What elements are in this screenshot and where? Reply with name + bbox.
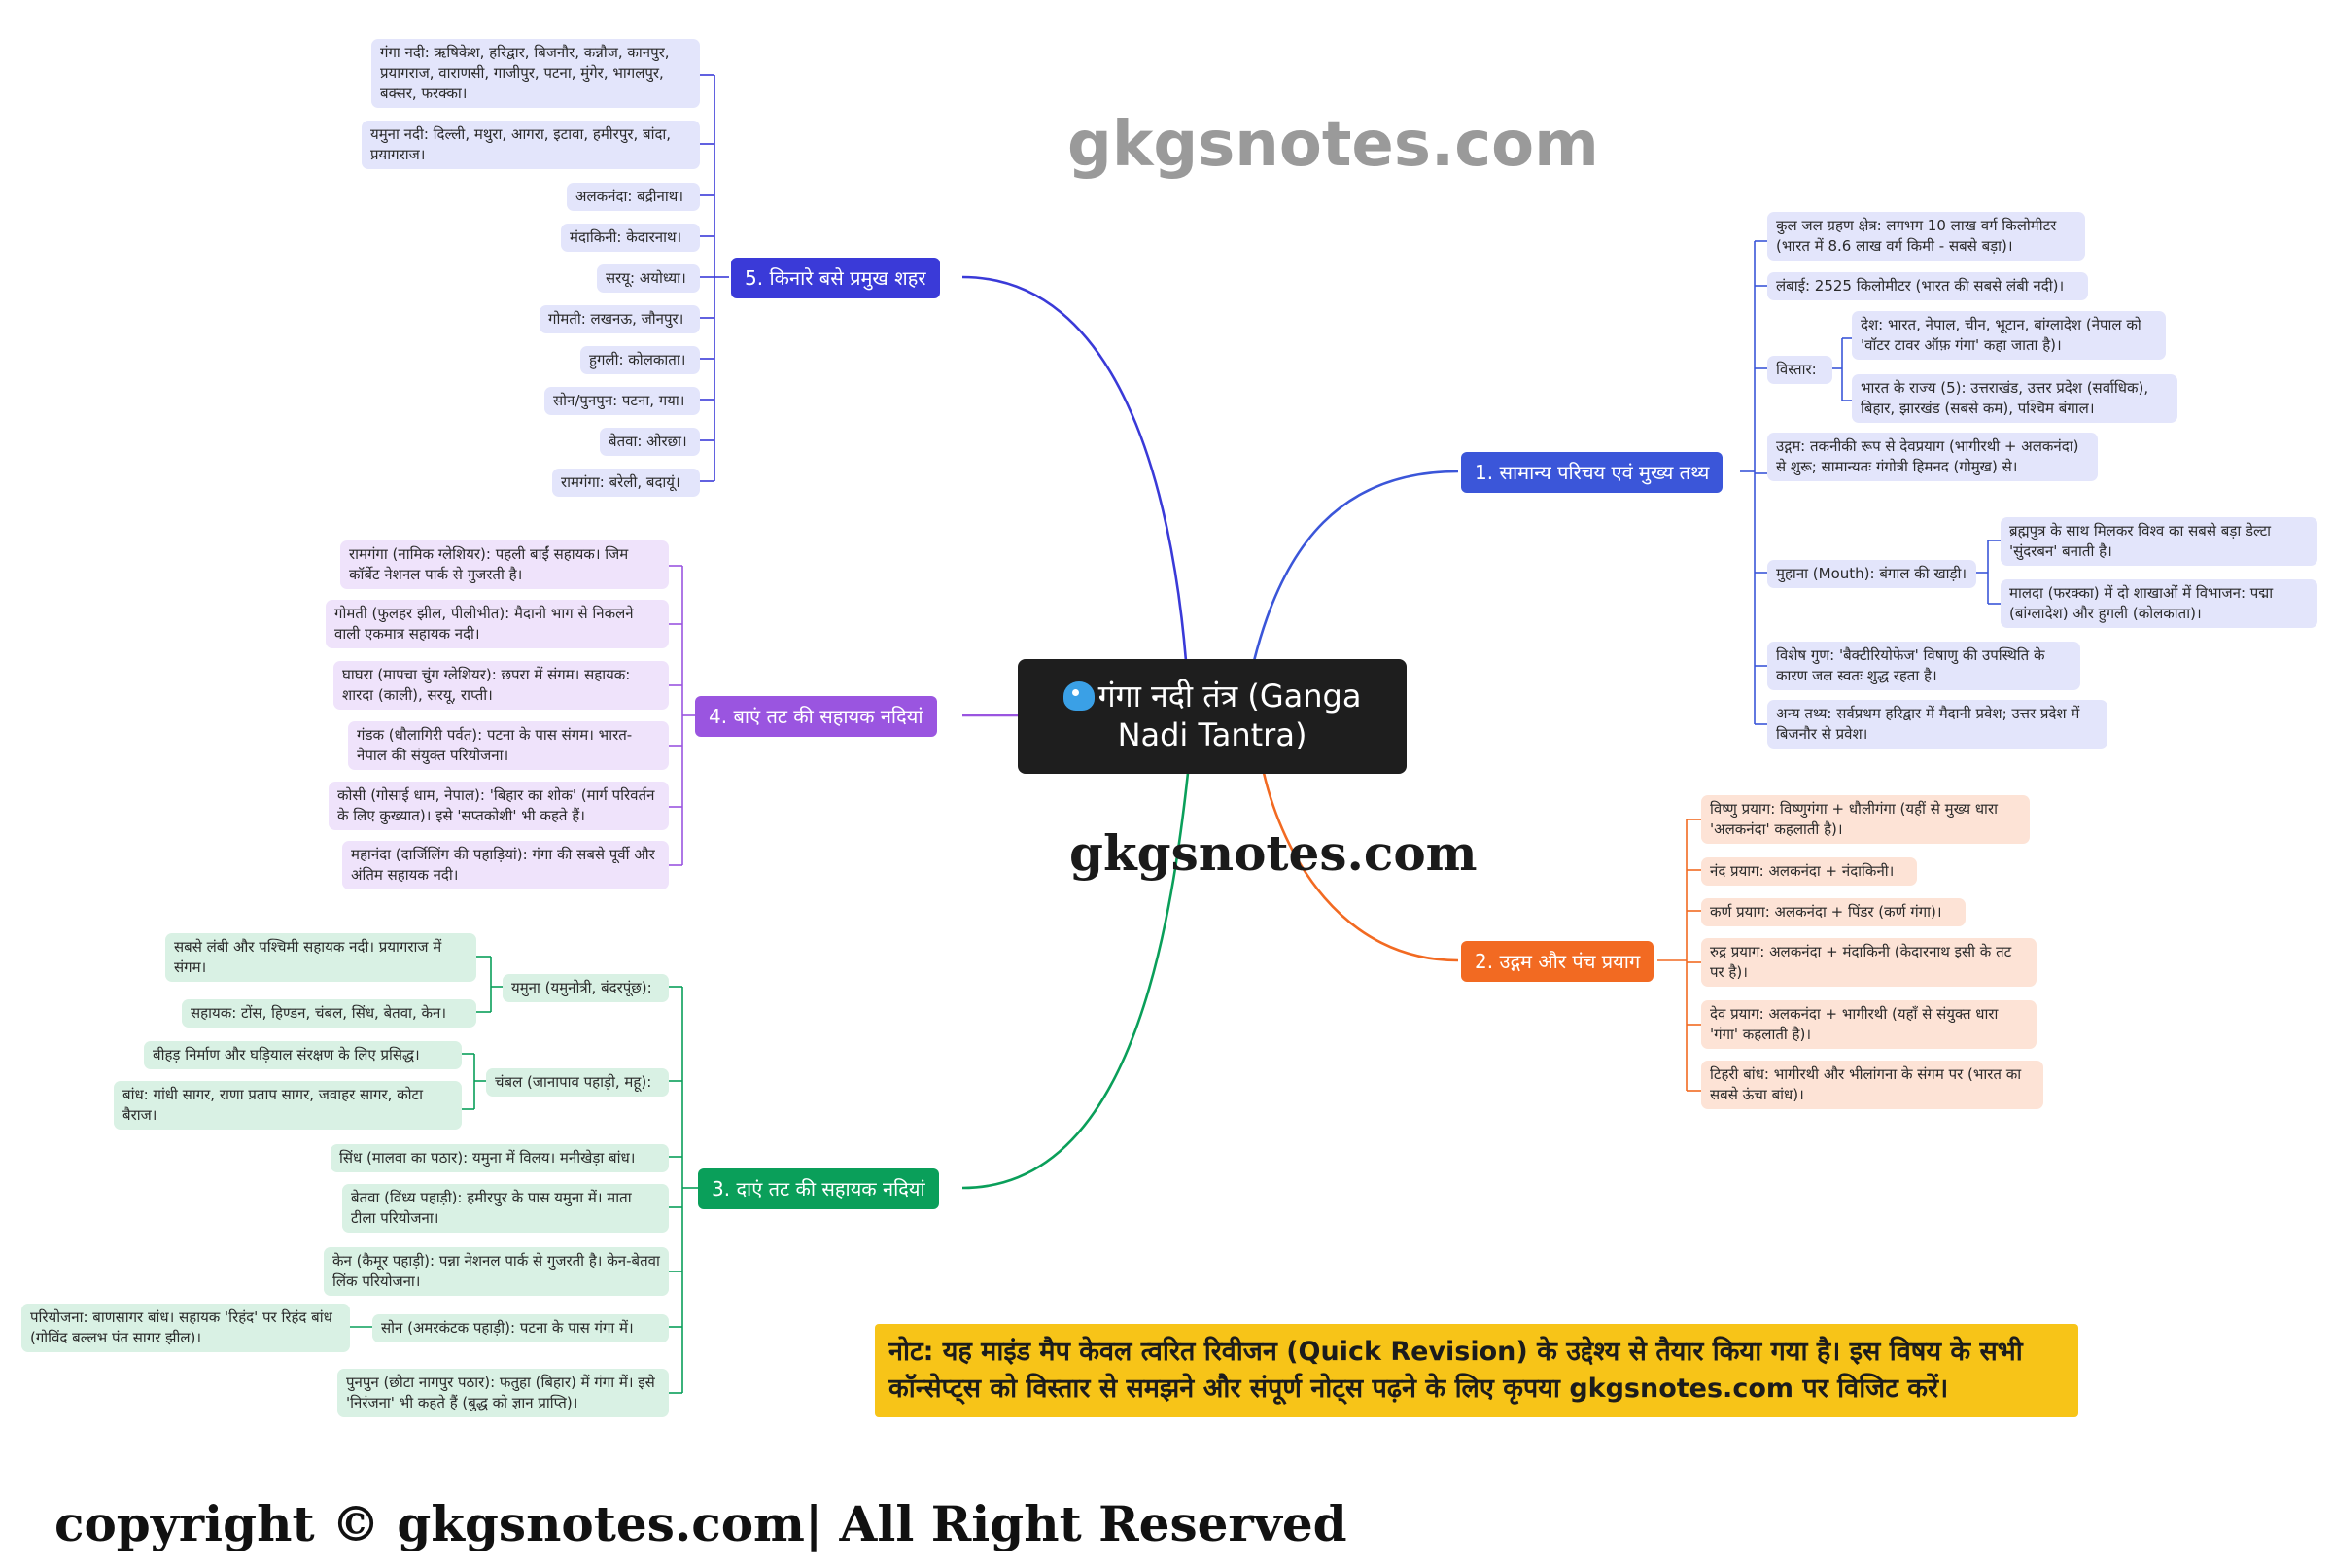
b5-son-punpun[interactable]: सोन/पुनपुन: पटना, गया।	[544, 387, 700, 415]
watermark-top: gkgsnotes.com	[1067, 109, 1599, 181]
b3-betwa[interactable]: बेतवा (विंध्य पहाड़ी): हमीरपुर के पास यम…	[342, 1184, 669, 1233]
b3-chambal[interactable]: चंबल (जानापाव पहाड़ी, महू):	[486, 1068, 669, 1097]
root-node[interactable]: गंगा नदी तंत्र (Ganga Nadi Tantra)	[1018, 659, 1407, 774]
b4-ramganga[interactable]: रामगंगा (नामिक ग्लेशियर): पहली बाईं सहाय…	[340, 540, 669, 589]
b4-gandak[interactable]: गंडक (धौलागिरी पर्वत): पटना के पास संगम।…	[348, 721, 669, 770]
b5-saryu[interactable]: सरयू: अयोध्या।	[597, 264, 700, 293]
b1-mouth-delta[interactable]: ब्रह्मपुत्र के साथ मिलकर विश्व का सबसे ब…	[2001, 517, 2317, 566]
b4-mahananda[interactable]: महानंदा (दार्जिलिंग की पहाड़ियां): गंगा …	[342, 841, 669, 889]
b1-length[interactable]: लंबाई: 2525 किलोमीटर (भारत की सबसे लंबी …	[1767, 272, 2088, 300]
branch-1-general-intro[interactable]: 1. सामान्य परिचय एवं मुख्य तथ्य	[1461, 452, 1724, 493]
b3-chambal-ravines[interactable]: बीहड़ निर्माण और घड़ियाल संरक्षण के लिए …	[144, 1041, 462, 1069]
b5-betwa[interactable]: बेतवा: ओरछा।	[600, 428, 700, 456]
b2-karn-prayag[interactable]: कर्ण प्रयाग: अलकनंदा + पिंडर (कर्ण गंगा)…	[1701, 898, 1966, 926]
revision-note: नोट: यह माइंड मैप केवल त्वरित रिवीजन (Qu…	[875, 1324, 2078, 1417]
b1-mouth[interactable]: मुहाना (Mouth): बंगाल की खाड़ी।	[1767, 560, 1976, 588]
b1-mouth-split[interactable]: मालदा (फरक्का) में दो शाखाओं में विभाजन:…	[2001, 579, 2317, 628]
b3-yamuna[interactable]: यमुना (यमुनोत्री, बंदरपूंछ):	[503, 974, 669, 1002]
b3-son-projects[interactable]: परियोजना: बाणसागर बांध। सहायक 'रिहंद' पर…	[21, 1304, 350, 1352]
copyright-text: copyright © gkgsnotes.com| All Right Res…	[54, 1495, 1347, 1552]
b5-gomti[interactable]: गोमती: लखनऊ, जौनपुर।	[540, 305, 700, 333]
branch-2-origin-panch-prayag[interactable]: 2. उद्गम और पंच प्रयाग	[1461, 941, 1654, 982]
b1-extent[interactable]: विस्तार:	[1767, 356, 1832, 384]
branch-4-left-tributaries[interactable]: 4. बाएं तट की सहायक नदियां	[695, 696, 937, 737]
b5-mandakini[interactable]: मंदाकिनी: केदारनाथ।	[561, 224, 700, 252]
b5-alaknanda[interactable]: अलकनंदा: बद्रीनाथ।	[567, 183, 700, 211]
b1-catchment[interactable]: कुल जल ग्रहण क्षेत्र: लगभग 10 लाख वर्ग क…	[1767, 212, 2085, 261]
b5-ramganga[interactable]: रामगंगा: बरेली, बदायूं।	[552, 469, 700, 497]
b3-yamuna-longest[interactable]: सबसे लंबी और पश्चिमी सहायक नदी। प्रयागरा…	[165, 933, 476, 982]
b2-dev-prayag[interactable]: देव प्रयाग: अलकनंदा + भागीरथी (यहाँ से स…	[1701, 1000, 2037, 1049]
b4-ghaghra[interactable]: घाघरा (मापचा चुंग ग्लेशियर): छपरा में सं…	[333, 661, 669, 710]
b5-hugli[interactable]: हुगली: कोलकाता।	[580, 346, 700, 374]
b5-ganga-cities[interactable]: गंगा नदी: ऋषिकेश, हरिद्वार, बिजनौर, कन्न…	[371, 39, 700, 108]
b2-vishnu-prayag[interactable]: विष्णु प्रयाग: विष्णुगंगा + धौलीगंगा (यह…	[1701, 795, 2030, 844]
root-title: गंगा नदी तंत्र (Ganga Nadi Tantra)	[1097, 678, 1362, 753]
b4-kosi[interactable]: कोसी (गोसाई धाम, नेपाल): 'बिहार का शोक' …	[329, 782, 669, 830]
b3-punpun[interactable]: पुनपुन (छोटा नागपुर पठार): फतुहा (बिहार)…	[337, 1369, 669, 1417]
b4-gomti[interactable]: गोमती (फुलहर झील, पीलीभीत): मैदानी भाग स…	[326, 600, 669, 648]
b2-rudra-prayag[interactable]: रुद्र प्रयाग: अलकनंदा + मंदाकिनी (केदारन…	[1701, 938, 2037, 987]
b3-sindh[interactable]: सिंध (मालवा का पठार): यमुना में विलय। मन…	[331, 1144, 669, 1172]
b3-son[interactable]: सोन (अमरकंटक पहाड़ी): पटना के पास गंगा म…	[372, 1314, 669, 1342]
mascot-icon	[1062, 681, 1095, 711]
b2-tehri-dam[interactable]: टिहरी बांध: भागीरथी और भीलांगना के संगम …	[1701, 1061, 2043, 1109]
b3-chambal-dams[interactable]: बांध: गांधी सागर, राणा प्रताप सागर, जवाह…	[114, 1081, 462, 1130]
b2-nand-prayag[interactable]: नंद प्रयाग: अलकनंदा + नंदाकिनी।	[1701, 857, 1917, 886]
b1-extent-countries[interactable]: देश: भारत, नेपाल, चीन, भूटान, बांग्लादेश…	[1852, 311, 2166, 360]
b5-yamuna-cities[interactable]: यमुना नदी: दिल्ली, मथुरा, आगरा, इटावा, ह…	[362, 121, 700, 169]
b3-yamuna-tributaries[interactable]: सहायक: टोंस, हिण्डन, चंबल, सिंध, बेतवा, …	[182, 999, 476, 1028]
b1-extent-states[interactable]: भारत के राज्य (5): उत्तराखंड, उत्तर प्रद…	[1852, 374, 2177, 423]
b3-ken[interactable]: केन (कैमूर पहाड़ी): पन्ना नेशनल पार्क से…	[324, 1247, 669, 1296]
branch-5-cities[interactable]: 5. किनारे बसे प्रमुख शहर	[731, 258, 940, 298]
b1-other[interactable]: अन्य तथ्य: सर्वप्रथम हरिद्वार में मैदानी…	[1767, 700, 2107, 749]
b1-special[interactable]: विशेष गुण: 'बैक्टीरियोफेज' विषाणु की उपस…	[1767, 642, 2080, 690]
branch-3-right-tributaries[interactable]: 3. दाएं तट की सहायक नदियां	[698, 1168, 939, 1209]
b1-origin[interactable]: उद्गम: तकनीकी रूप से देवप्रयाग (भागीरथी …	[1767, 433, 2098, 481]
watermark-middle: gkgsnotes.com	[1069, 824, 1478, 882]
